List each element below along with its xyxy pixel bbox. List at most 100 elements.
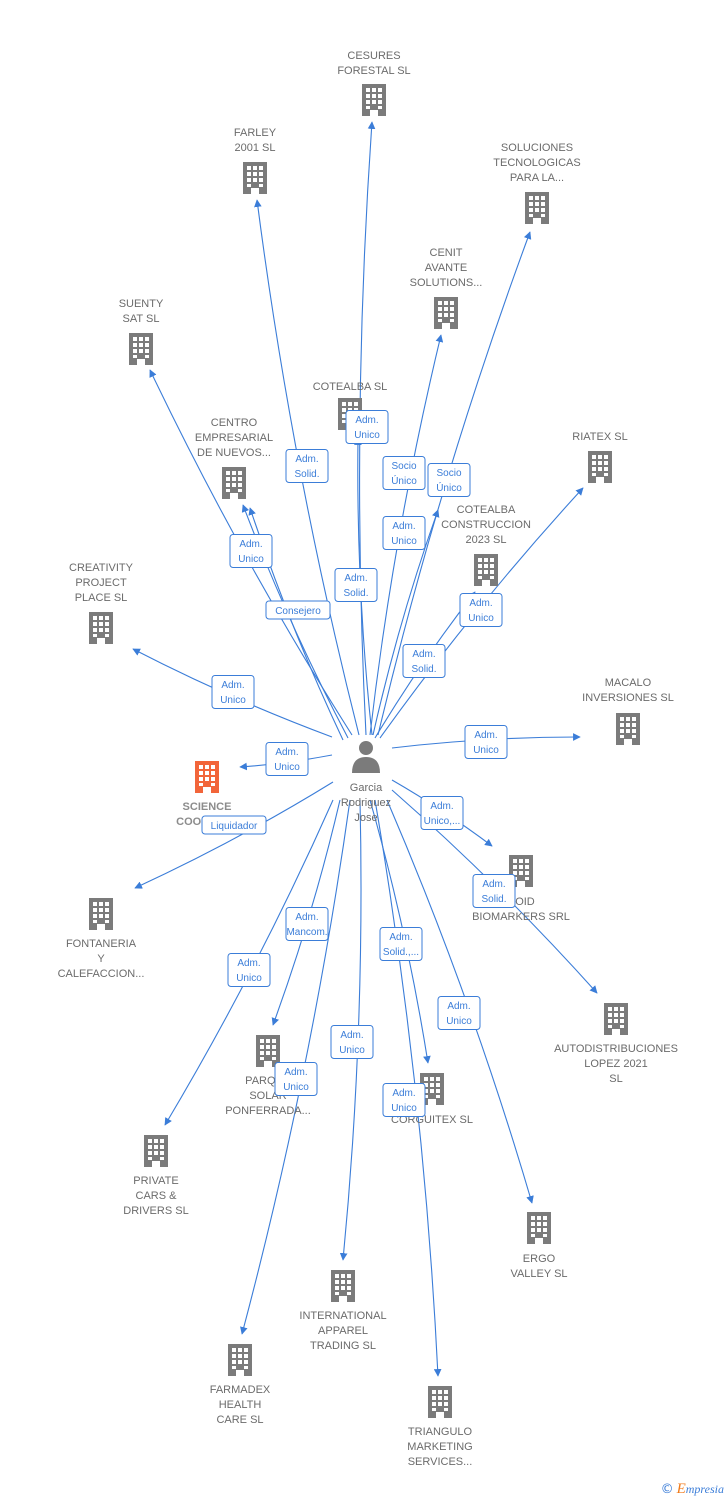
relation-badge-box	[420, 796, 464, 830]
relation-label-line: Adm.	[340, 1030, 363, 1041]
relation-label-line: Unico	[238, 554, 264, 565]
relation-label-line: Adm.	[392, 1088, 415, 1099]
relation-badge-box	[379, 927, 423, 961]
relation-label-line: Socio	[391, 461, 416, 472]
relation-badge-r-liquidador[interactable]: Liquidador	[201, 815, 267, 835]
company-name-line: CALEFACCION...	[58, 968, 145, 980]
relation-badge-box	[229, 534, 273, 568]
relation-badge-r-cenit-adm[interactable]: Adm.Unico	[382, 516, 426, 550]
relation-badge-box	[345, 410, 389, 444]
building-icon	[256, 1035, 280, 1067]
company-name-line: CENIT	[430, 247, 463, 259]
relation-label-line: Unico	[468, 613, 494, 624]
building-icon	[228, 1344, 252, 1376]
company-name-line: FORESTAL SL	[337, 65, 410, 77]
relation-badge-r-triangulo[interactable]: Adm.Unico	[382, 1083, 426, 1117]
building-icon	[89, 898, 113, 930]
relation-badge-r-international[interactable]: Adm.Unico	[330, 1025, 374, 1059]
edge-to-fontaneria	[134, 781, 334, 889]
relation-label-line: Solid.	[343, 588, 368, 599]
relation-label-line: Unico	[354, 430, 380, 441]
relation-label-line: Adm.	[284, 1067, 307, 1078]
relation-badge-r-coid[interactable]: Adm.Unico,...	[420, 796, 464, 830]
company-name-line: 2023 SL	[466, 534, 507, 546]
building-icon	[89, 612, 113, 644]
company-name-line: FONTANERIA	[66, 938, 137, 950]
relation-label-line: Unico,...	[424, 816, 461, 827]
building-icon	[527, 1212, 551, 1244]
company-node-fontaneria[interactable]: FONTANERIAYCALEFACCION...	[58, 898, 145, 980]
relation-label-line: Adm.	[221, 680, 244, 691]
building-icon	[331, 1270, 355, 1302]
relation-badge-box	[464, 725, 508, 759]
company-node-triangulo[interactable]: TRIANGULOMARKETINGSERVICES...	[407, 1386, 473, 1468]
brand-footer[interactable]: © Empresia	[661, 1481, 724, 1498]
building-icon	[129, 333, 153, 365]
company-name-line: AVANTE	[425, 262, 467, 274]
relation-badge-r-science[interactable]: Adm.Unico	[265, 742, 309, 776]
company-name-line: CESURES	[347, 50, 400, 62]
relation-badge-box	[427, 463, 471, 497]
company-node-cenit[interactable]: CENITAVANTESOLUTIONS...	[410, 247, 483, 329]
relation-badge-r-creativity[interactable]: Adm.Unico	[211, 675, 255, 709]
relation-badge-r-cesures[interactable]: Adm.Solid.	[334, 568, 378, 602]
building-icon	[195, 761, 219, 793]
relation-label-line: Unico	[473, 745, 499, 756]
relations-layer: Adm.UnicoAdm.Solid.SocioÚnicoSocioÚnicoA…	[201, 410, 516, 1117]
building-icon	[604, 1003, 628, 1035]
company-node-riatex[interactable]: RIATEX SL	[572, 431, 628, 483]
relation-badge-r-auto[interactable]: Adm.Solid.	[472, 874, 516, 908]
company-node-cotealba[interactable]: COTEALBA SL	[313, 381, 388, 430]
relation-badge-r-cotealba2023[interactable]: Adm.Solid.	[402, 644, 446, 678]
relation-badge-r-parque[interactable]: Adm.Mancom.	[285, 907, 329, 941]
relation-badge-box	[227, 953, 271, 987]
company-name-line: TECNOLOGICAS	[493, 157, 580, 169]
relation-badge-r-private[interactable]: Adm.Unico	[227, 953, 271, 987]
relation-badge-r-ergo[interactable]: Adm.Unico	[437, 996, 481, 1030]
brand-initial: E	[676, 1481, 686, 1497]
relation-label-line: Liquidador	[211, 821, 258, 832]
relation-badge-r-corguitex-solid[interactable]: Adm.Solid.,...	[379, 927, 423, 961]
relation-label-line: Adm.	[295, 454, 318, 465]
relation-badge-r-centro[interactable]: Adm.Unico	[229, 534, 273, 568]
relation-label-line: Unico	[446, 1016, 472, 1027]
company-name-line: CARE SL	[216, 1414, 263, 1426]
relation-badge-r-farley[interactable]: Adm.Solid.	[285, 449, 329, 483]
relation-badge-r-cotealba[interactable]: Adm.Unico	[345, 410, 389, 444]
company-name-line: FARLEY	[234, 127, 277, 139]
company-name-line: SAT SL	[123, 313, 160, 325]
relation-label-line: Solid.	[411, 664, 436, 675]
relation-badge-box	[459, 593, 503, 627]
relation-badge-r-consejero[interactable]: Consejero	[265, 600, 331, 620]
relation-label-line: Socio	[436, 468, 461, 479]
relation-badge-r-farmadex[interactable]: Adm.Unico	[274, 1062, 318, 1096]
person-icon-body	[352, 757, 380, 773]
company-name-line: SOLUCIONES	[501, 142, 573, 154]
relation-label-line: Adm.	[469, 598, 492, 609]
company-name-line: APPAREL	[318, 1325, 368, 1337]
relation-badge-r-riatex[interactable]: Adm. Unico	[459, 593, 503, 627]
relation-badge-box	[382, 1083, 426, 1117]
relation-label-line: Consejero	[275, 606, 321, 617]
company-name-line: AUTODISTRIBUCIONES	[554, 1043, 678, 1055]
relation-badge-r-macalo[interactable]: Adm.Unico	[464, 725, 508, 759]
company-node-cesures[interactable]: CESURES FORESTAL SL	[337, 50, 411, 116]
building-icon	[222, 467, 246, 499]
company-name-line: TRADING SL	[310, 1340, 376, 1352]
company-name-line: PLACE SL	[75, 592, 128, 604]
